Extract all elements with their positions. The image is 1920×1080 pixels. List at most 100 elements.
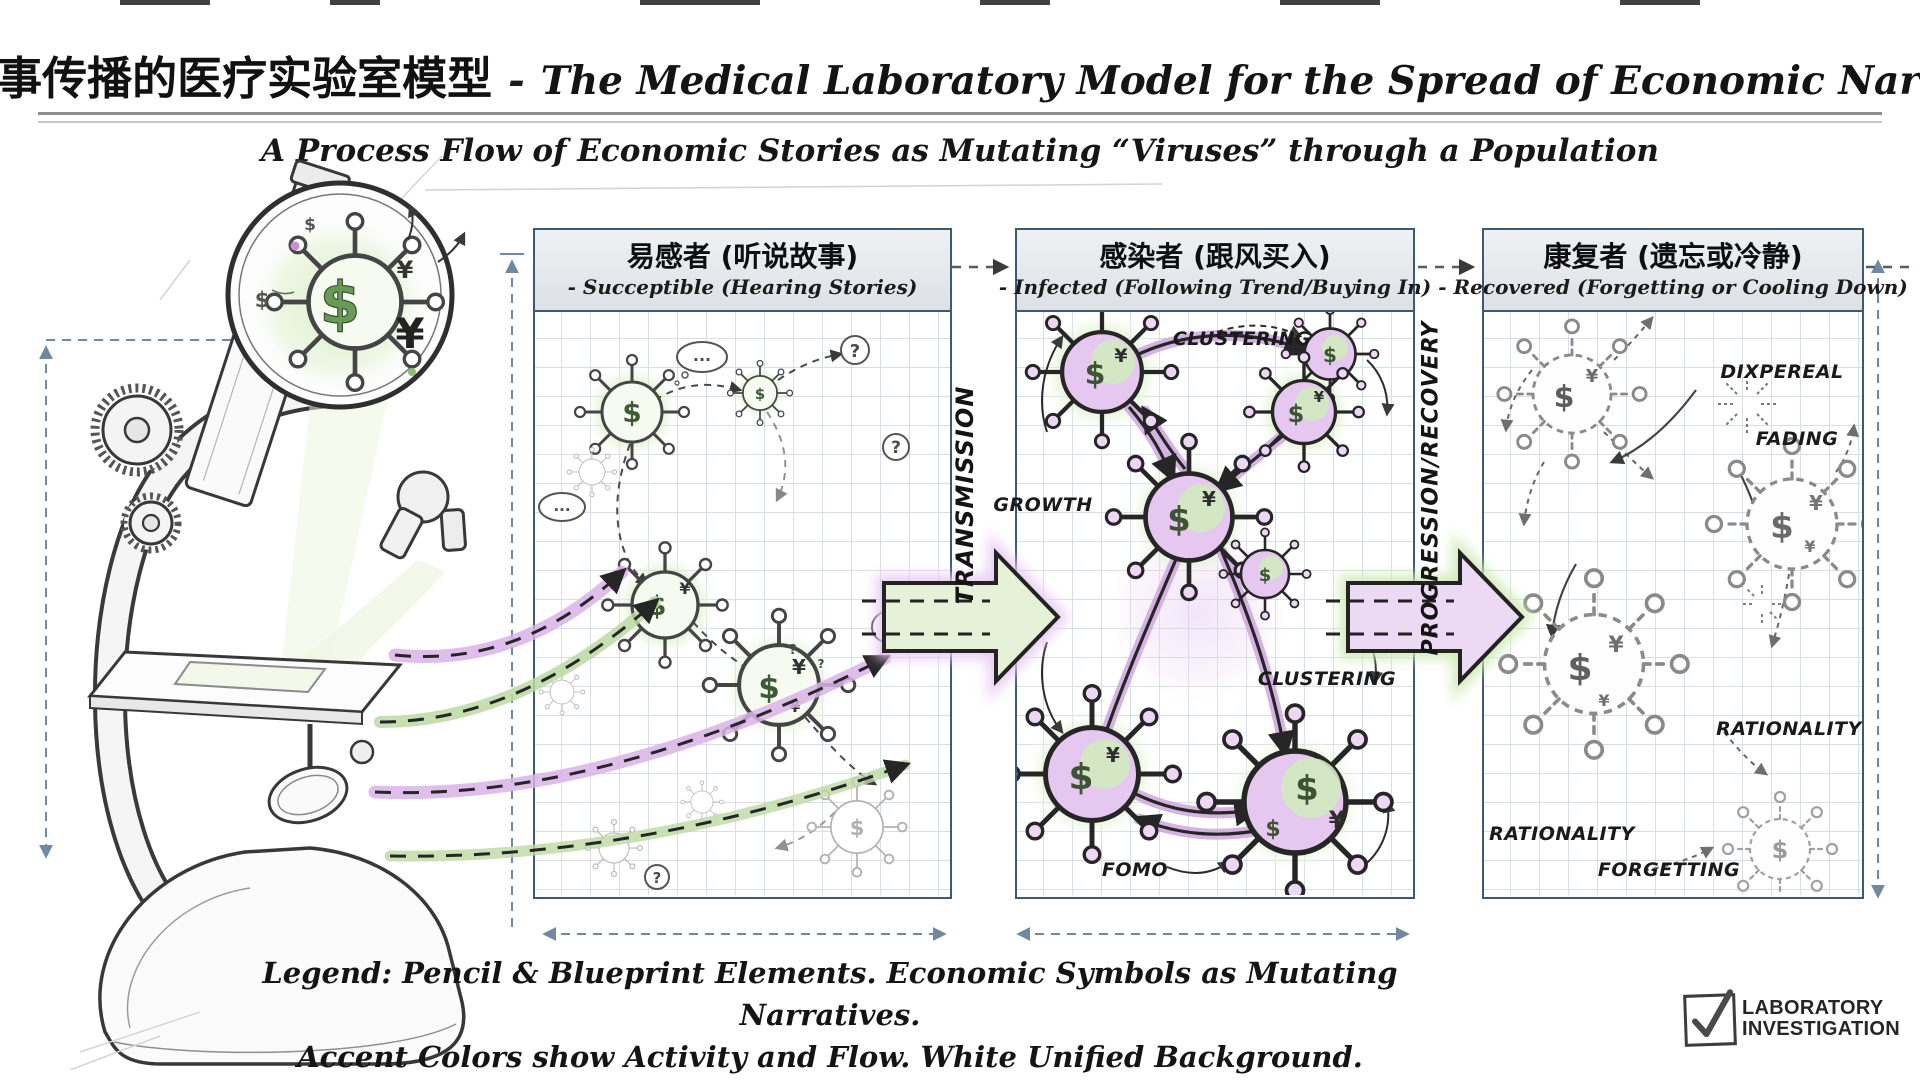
panel-susceptible-header: 易感者 (听说故事) - Succeptible (Hearing Storie… [535,230,950,312]
yen-symbol: ¥ [790,698,801,716]
legend-line-2: Accent Colors show Activity and Flow. Wh… [297,1040,1363,1074]
dollar-symbol: $ [755,385,765,403]
starburst [1717,374,1777,434]
label-rationality-left: RATIONALITY [1489,823,1635,845]
dollar-symbol: $ [1770,507,1794,547]
label-dispersal: DIXPEREAL [1720,361,1844,383]
panel-title-en: - Succeptible (Hearing Stories) [567,275,918,299]
label-rationality-right: RATIONALITY [1716,718,1862,740]
dollar-symbol: $ [622,396,641,429]
label-clustering-bottom: CLUSTERING [1257,668,1397,690]
title-chinese: 经济叙事传播的医疗实验室模型 [0,52,493,105]
panel-infected-header: 感染者 (跟风买入) - Infected (Following Trend/B… [999,230,1431,312]
yen-symbol: ¥ [1114,345,1127,367]
panel-title-en: - Recovered (Forgetting or Cooling Down) [1438,275,1908,299]
dollar-symbol: $ [1288,400,1305,428]
dollar-symbol: $ [1167,500,1191,540]
label-clustering-top: CLUSTERING [1172,328,1312,350]
top-edge-artifact [330,0,380,5]
dollar-symbol: $ [758,670,780,706]
microscope-arm [93,375,337,947]
page-title: 经济叙事传播的医疗实验室模型 - The Medical Laboratory … [0,42,1920,107]
panel-title-zh: 感染者 (跟风买入) [1099,240,1331,273]
dollar-symbol: $ [1323,343,1337,367]
trend-arrow [437,231,466,263]
svg-text:?: ? [881,615,893,639]
question-bubble: ? [871,611,903,643]
svg-text:?: ? [891,438,901,458]
top-edge-artifact [640,0,760,5]
tiny-question: ? [818,657,825,671]
dollar-symbol: $ [1772,836,1789,864]
stamp-line-1: LABORATORY [1742,997,1884,1019]
label-fading: FADING [1755,428,1839,450]
label-forgetting: FORGETTING [1597,859,1741,881]
label-growth: GROWTH [993,494,1093,516]
panel-susceptible: 易感者 (听说故事) - Succeptible (Hearing Storie… [533,228,952,899]
sketch-strokes [69,155,443,1070]
question-bubble: ? [882,433,910,461]
top-edge-artifact [1280,0,1380,5]
question-bubble: ? [840,335,870,365]
dollar-symbol: $ [1068,757,1093,798]
panel-title-zh: 康复者 (遗忘或冷静) [1543,240,1803,273]
yen-symbol: ¥ [1809,491,1823,515]
panel-infected-body: $ ¥ $ $ ¥ $ ¥ $ $ ¥ [1017,312,1413,895]
top-edge-artifact [980,0,1050,5]
yen-symbol: ¥ [1314,388,1325,406]
tiny-question: ? [789,643,797,658]
thought-bubble: ... [538,492,586,522]
transmission-arrows [1092,329,1312,840]
microscope-tube [184,159,351,508]
lab-stamp-text: LABORATORY INVESTIGATION [1742,998,1900,1040]
focus-knob-small [120,492,182,554]
dollar-symbol: $ [1265,817,1280,842]
faint-virus-icon [538,446,908,878]
yen-symbol: ¥ [397,256,414,284]
top-edge-artifact [1620,0,1700,5]
yen-symbol: ¥ [1329,806,1346,834]
microscope-illustration: $ ¥ ¥ $ $ [69,155,467,1070]
dollar-symbol: $ [1554,380,1575,415]
yen-symbol: ¥ [1598,691,1609,710]
lab-checkbox-icon [1683,989,1737,1047]
dollar-symbol: $ [648,591,667,622]
focus-knob-large [90,383,184,477]
yen-symbol: ¥ [679,579,690,598]
squiggle [271,289,295,295]
title-english: The Medical Laboratory Model for the Spr… [540,58,1920,104]
dollar-symbol: $ [304,215,316,235]
yen-symbol: ¥ [1586,366,1599,387]
label-transmission: TRANSMISSION [951,385,979,605]
top-edge-artifact [120,0,210,5]
yen-symbol: ¥ [395,309,424,358]
starburst [1740,582,1784,626]
yen-symbol: ¥ [1202,487,1216,511]
question-bubble: ? [644,864,670,890]
objective-lenses [379,470,467,560]
svg-text:?: ? [653,869,662,887]
panel-susceptible-body: $ $ $ ¥ $ ¥ ¥ $ [535,312,950,895]
thought-bubble: ... [674,341,728,386]
title-dash: - [508,57,525,104]
purple-dot [290,241,300,251]
legend: Legend: Pencil & Blueprint Elements. Eco… [180,952,1480,1078]
legend-line-1: Legend: Pencil & Blueprint Elements. Eco… [262,956,1398,1032]
yen-symbol: ¥ [792,655,806,679]
svg-text:?: ? [850,341,860,362]
dollar-symbol: $ [1259,565,1272,586]
panel-recovered-header: 康复者 (遗忘或冷静) - Recovered (Forgetting or C… [1438,230,1908,312]
label-fomo: FOMO [1101,859,1169,881]
susceptible-sketch: $ $ $ ¥ $ ¥ ¥ $ [538,335,910,890]
dollar-symbol: $ [255,288,270,312]
panel-recovered: 康复者 (遗忘或冷静) - Recovered (Forgetting or C… [1438,228,1908,899]
construction-line [424,183,1163,191]
recovered-sketch: $ ¥ $ ¥ ¥ $ ¥ ¥ $ [1495,316,1862,895]
label-progression-recovery: PROGRESSION/RECOVERY [1418,320,1444,656]
panel-title-zh: 易感者 (听说故事) [626,240,859,273]
projection-beam [282,398,388,675]
svg-text:...: ... [553,497,570,515]
magnifier-inset: $ ¥ ¥ $ $ [225,180,466,410]
dollar-symbol: $ [850,816,865,840]
